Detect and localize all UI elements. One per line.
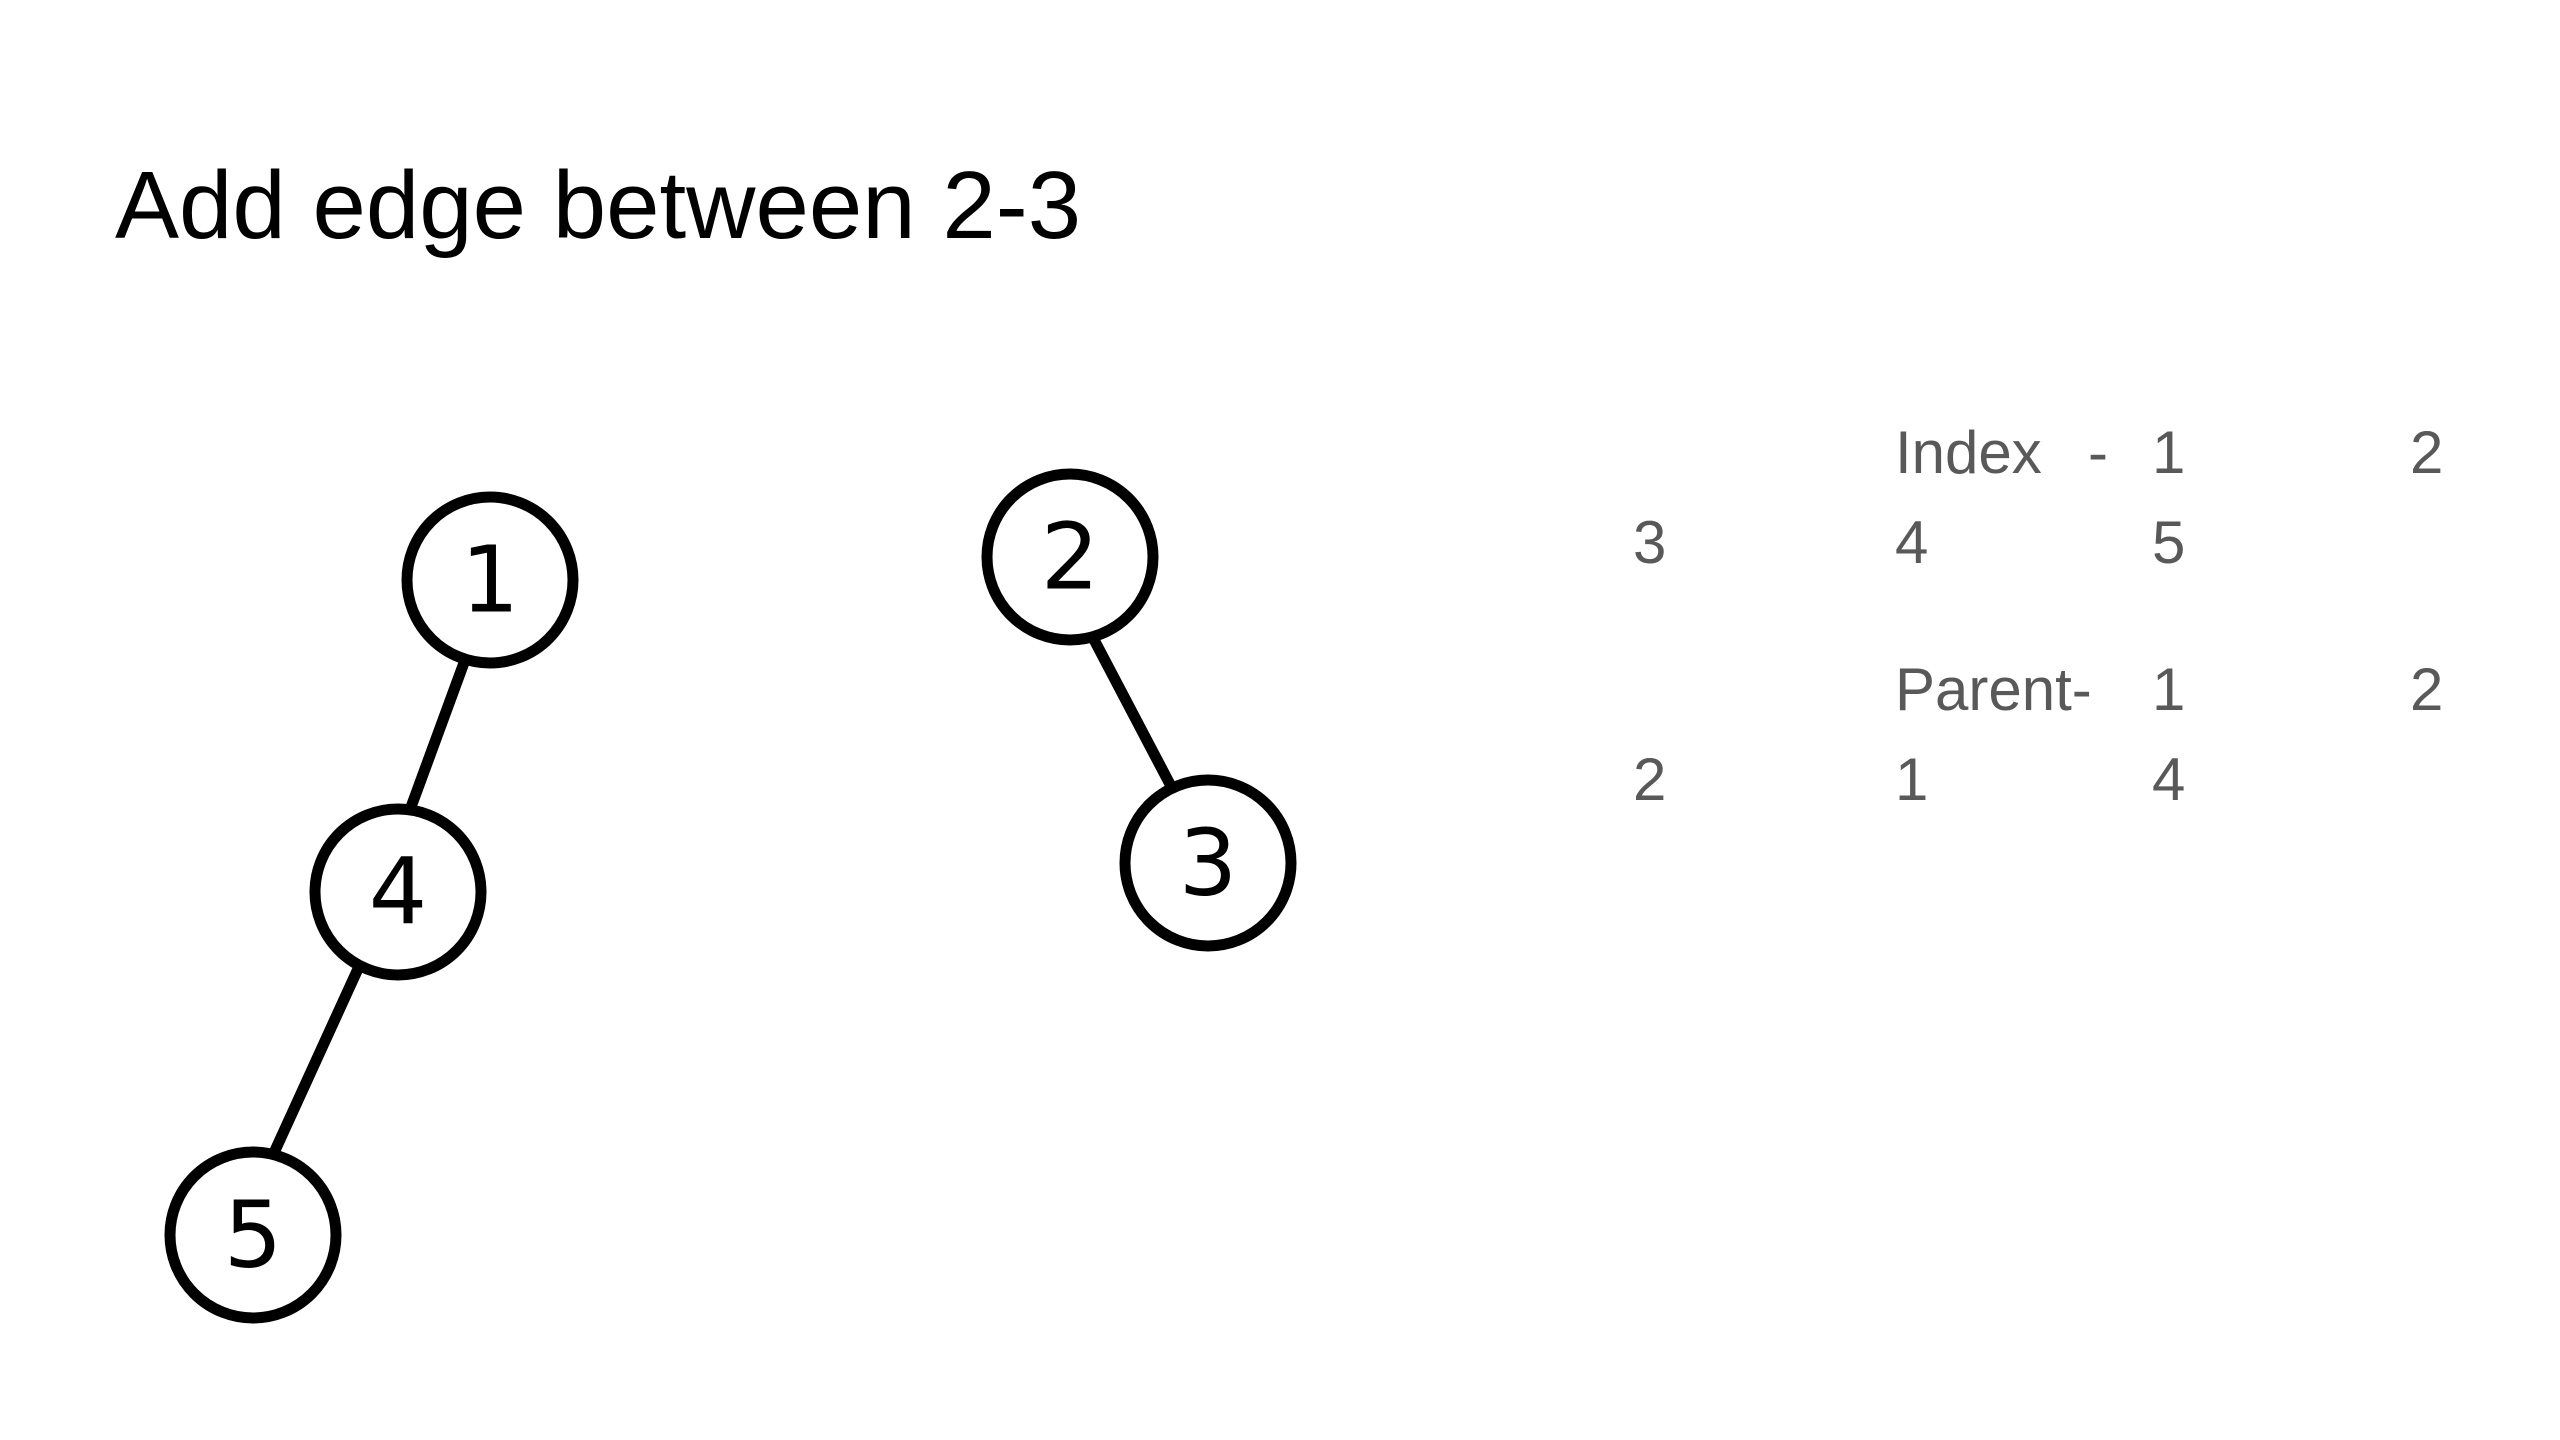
- node-1: 1: [401, 491, 579, 669]
- index-label: Index: [1895, 419, 2042, 486]
- node-2-label: 2: [1041, 504, 1100, 611]
- edge-1-4: [401, 654, 471, 824]
- parent-value: 1: [1895, 746, 1929, 813]
- index-value: 2: [2410, 419, 2444, 486]
- index-value: 5: [2152, 509, 2186, 576]
- slide-title: Add edge between 2-3: [115, 152, 1082, 259]
- index-separator: -: [2088, 419, 2108, 486]
- node-5: 5: [164, 1146, 342, 1324]
- node-4-label: 4: [369, 839, 428, 946]
- parent-value: 2: [2410, 656, 2444, 723]
- node-4: 4: [309, 803, 487, 981]
- index-value: 1: [2152, 419, 2186, 486]
- node-2: 2: [981, 468, 1159, 646]
- parent-label: Parent-: [1895, 656, 2092, 723]
- node-1-label: 1: [461, 527, 520, 634]
- edge-2-3: [1084, 626, 1179, 796]
- parent-value: 4: [2152, 746, 2186, 813]
- parent-value: 2: [1633, 746, 1667, 813]
- edge-4-5: [267, 954, 368, 1161]
- index-value: 4: [1895, 509, 1929, 576]
- node-3-label: 3: [1179, 810, 1238, 917]
- node-3: 3: [1119, 774, 1297, 952]
- node-5-label: 5: [224, 1182, 283, 1289]
- parent-value: 1: [2152, 656, 2186, 723]
- index-value: 3: [1633, 509, 1667, 576]
